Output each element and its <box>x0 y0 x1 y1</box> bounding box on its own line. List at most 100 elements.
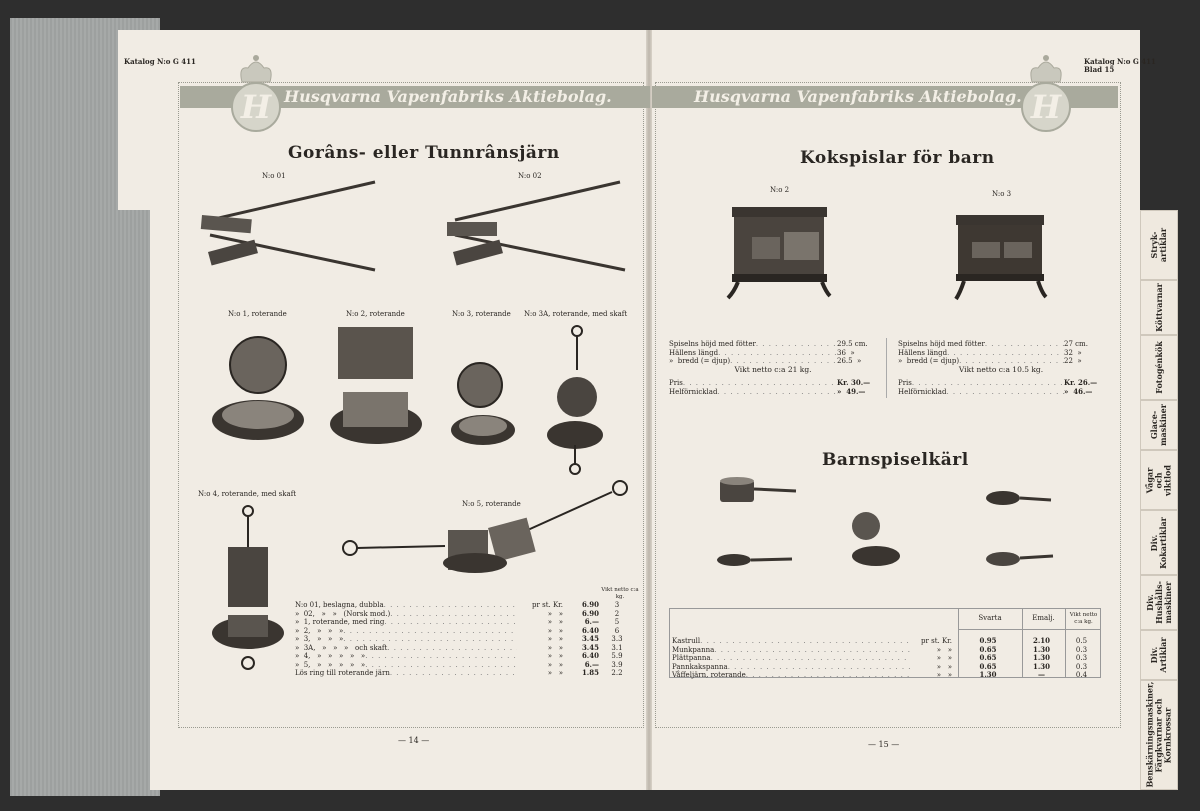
unit: » » <box>547 660 563 669</box>
price-name: Helförnicklad <box>669 387 718 396</box>
item-name: Pannkakspanna <box>672 662 728 671</box>
weight: 2.2 <box>611 669 623 677</box>
item-description: Lös ring till roterande järn <box>295 669 390 677</box>
leader-dots: . . . . . . . . . . . . . . . . . . . . … <box>755 340 837 348</box>
crown-emblem-icon: H <box>231 55 281 132</box>
column-header: Vikt netto c:a kg. <box>1069 612 1098 625</box>
tab-label: Vågar och viktlod <box>1144 464 1173 496</box>
company-banner-left: Husqvarna Vapenfabriks Aktiebolag. <box>180 86 650 108</box>
price: 6.40 <box>581 651 599 660</box>
waffle-iron-3-image <box>451 362 515 445</box>
item-description: » 2, » » » <box>295 626 344 635</box>
leader-dots: . . . . . . . . . . . . . . . . . . . . … <box>390 609 517 618</box>
column-header: Emalj. <box>1032 614 1055 622</box>
table-row: » 5, » » » » ». . . . . . . . . . . . . … <box>295 659 635 670</box>
header-divider <box>958 629 1100 630</box>
right-page <box>650 30 1140 790</box>
table-row: » 3A, » » » och skaft. . . . . . . . . .… <box>295 643 635 653</box>
index-tab-1[interactable]: Köttvarnar <box>1140 280 1178 335</box>
table-row: » 2, » » ». . . . . . . . . . . . . . . … <box>295 625 635 636</box>
item-label: N:o 4, roterande, med skaft <box>198 490 297 498</box>
price: 1.85 <box>581 668 599 677</box>
price-black: 0.65 <box>979 661 997 671</box>
item-label: N:o 2, roterande <box>346 310 405 318</box>
price-row: Helförnicklad. . . . . . . . . . . . . .… <box>898 387 1104 397</box>
waffle-iron-3a-image <box>547 325 603 475</box>
tab-label: Köttvarnar <box>1153 283 1164 332</box>
weight: 0.3 <box>1075 654 1088 662</box>
spec-value: 27 cm. <box>1064 340 1088 348</box>
section-title: Barnspiselkärl <box>822 450 969 470</box>
index-tab-3[interactable]: Glace-maskiner <box>1140 400 1178 450</box>
weight: 5 <box>614 618 620 626</box>
leader-dots: . . . . . . . . . . . . . . . . . . . . … <box>947 348 1064 357</box>
table-row: » 1, roterande, med ring. . . . . . . . … <box>295 617 635 627</box>
plett-pan-image <box>717 554 793 566</box>
tab-label: Div. Hushålls-maskiner <box>1144 581 1173 624</box>
crown-emblem-icon: H <box>1021 55 1071 132</box>
price: 6.— <box>584 617 599 626</box>
index-tab-0[interactable]: Stryk-artiklar <box>1140 210 1178 280</box>
table-row: Pannkakspanna. . . . . . . . . . . . . .… <box>672 661 1100 672</box>
stove-no2-image <box>726 207 832 300</box>
item-label: N:o 01 <box>262 172 286 180</box>
spec-row: Spiselns höjd med fötter. . . . . . . . … <box>669 340 877 349</box>
price: 6.40 <box>581 625 599 635</box>
weight: 2 <box>614 609 620 618</box>
tab-label: Fotogénkök <box>1153 341 1164 394</box>
index-tab-4[interactable]: Vågar och viktlod <box>1140 450 1178 510</box>
pancake-pan-image <box>986 552 1054 566</box>
catalog-number: Katalog N:o G 411 <box>1084 57 1156 66</box>
spec-name: » bredd (= djup) <box>898 357 960 365</box>
price-value: » 49.— <box>837 386 866 396</box>
left-page-border <box>178 82 644 728</box>
column-divider <box>1065 609 1066 677</box>
price: 6.— <box>584 659 599 669</box>
index-tab-6[interactable]: Div. Hushålls-maskiner <box>1140 575 1178 630</box>
column-header: Svarta <box>978 614 1002 622</box>
item-description: » 5, » » » » » <box>295 660 366 669</box>
leader-dots: . . . . . . . . . . . . . . . . . . . . … <box>343 635 517 643</box>
waffle-iron-4-image <box>212 505 284 670</box>
price-black: 1.30 <box>979 670 997 679</box>
table-row: » 3, » » ». . . . . . . . . . . . . . . … <box>295 634 635 644</box>
leader-dots: . . . . . . . . . . . . . . . . . . . . … <box>714 645 910 654</box>
item-description: » 3A, » » » och skaft <box>295 643 388 652</box>
price: 6.90 <box>581 608 599 618</box>
weight: 0.5 <box>1075 637 1088 645</box>
column-divider <box>958 609 959 677</box>
table-row: Våffeljärn, roterande. . . . . . . . . .… <box>672 670 1100 680</box>
leader-dots: . . . . . . . . . . . . . . . . . . . . … <box>387 643 517 652</box>
price-name: Pris <box>898 379 912 387</box>
item-description: » 4, » » » » » <box>295 652 366 660</box>
unit: pr st. Kr. <box>532 601 563 609</box>
table-row: » 02, » » (Norsk mod.). . . . . . . . . … <box>295 608 635 619</box>
price-name: Helförnicklad <box>898 387 947 396</box>
table-row: Lös ring till roterande järn. . . . . . … <box>295 668 635 678</box>
spec-value: 26.5 » <box>837 357 862 365</box>
leader-dots: . . . . . . . . . . . . . . . . . . . . … <box>365 660 517 669</box>
tab-label: Div. Kokartiklar <box>1149 516 1168 569</box>
leader-dots: . . . . . . . . . . . . . . . . . . . . … <box>682 379 837 387</box>
weight: 0.3 <box>1075 645 1088 654</box>
page-title: Kokspislar för barn <box>800 148 995 168</box>
table-row: » 4, » » » » ». . . . . . . . . . . . . … <box>295 651 635 661</box>
index-tab-5[interactable]: Div. Kokartiklar <box>1140 510 1178 575</box>
tab-label: Benskärningsmaskiner, Färgkvarnar och Ko… <box>1144 681 1173 787</box>
unit: » » <box>547 626 563 635</box>
price-enamel: 1.30 <box>1032 661 1051 671</box>
leader-dots: . . . . . . . . . . . . . . . . . . . . … <box>718 348 837 357</box>
index-tab-2[interactable]: Fotogénkök <box>1140 335 1178 400</box>
index-tab-7[interactable]: Div. Artiklar <box>1140 630 1178 680</box>
weight: 6 <box>614 626 620 635</box>
tab-label: Div. Artiklar <box>1149 637 1168 673</box>
price-black: 0.65 <box>979 653 997 662</box>
price-black: 0.95 <box>979 636 997 645</box>
weight: 0.4 <box>1075 671 1088 679</box>
price-table: N:o 01, beslagna, dubbla. . . . . . . . … <box>295 600 635 678</box>
unit: » » <box>547 669 563 677</box>
price-row: Pris. . . . . . . . . . . . . . . . . . … <box>898 378 1104 388</box>
table-row: Munkpanna. . . . . . . . . . . . . . . .… <box>672 645 1100 655</box>
index-tab-8[interactable]: Benskärningsmaskiner, Färgkvarnar och Ko… <box>1140 680 1178 790</box>
